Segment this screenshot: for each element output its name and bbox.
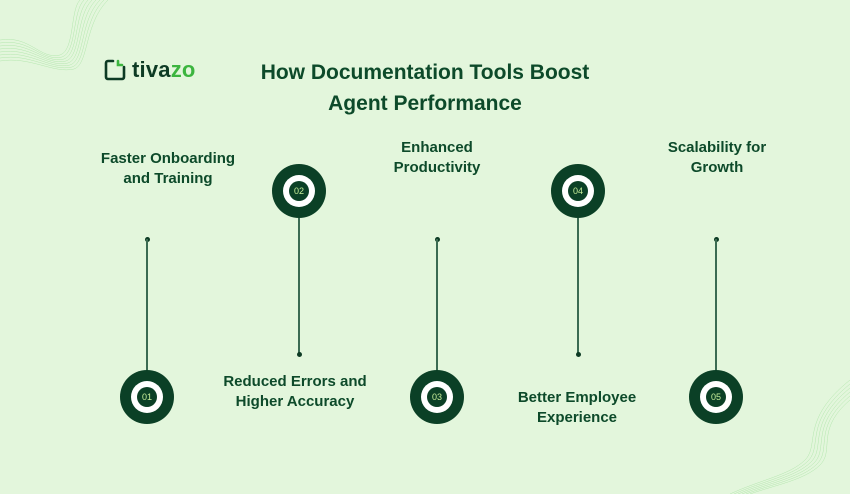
connector-line <box>715 239 717 371</box>
step-03-node: 03 <box>410 370 464 424</box>
connector-dot <box>576 352 581 357</box>
step-label-line: Productivity <box>393 159 481 176</box>
brand-name-prefix: tiva <box>132 57 171 82</box>
step-02-label: Reduced Errors and Higher Accuracy <box>210 372 380 412</box>
step-label-line: Higher Accuracy <box>235 393 355 410</box>
step-label-line: Enhanced <box>401 139 473 156</box>
node-ring: 02 <box>283 175 315 207</box>
step-01-node: 01 <box>120 370 174 424</box>
step-number: 01 <box>137 387 157 407</box>
connector-line <box>146 239 148 371</box>
node-ring: 03 <box>421 381 453 413</box>
connector-line <box>577 218 579 354</box>
step-number: 04 <box>568 181 588 201</box>
step-number: 03 <box>427 387 447 407</box>
step-label-line: Better Employee <box>517 389 637 406</box>
node-ring: 04 <box>562 175 594 207</box>
page-title: How Documentation Tools Boost Agent Perf… <box>200 57 650 119</box>
step-label-line: Reduced Errors and <box>223 373 367 390</box>
step-label-line: Experience <box>536 409 618 426</box>
step-label-line: Scalability for <box>667 139 767 156</box>
brand-logo: tivazo <box>104 57 196 83</box>
step-number: 02 <box>289 181 309 201</box>
step-04-node: 04 <box>551 164 605 218</box>
step-01-label: Faster Onboarding and Training <box>88 149 248 189</box>
step-label-line: Faster Onboarding <box>100 150 236 167</box>
connector-line <box>298 218 300 354</box>
step-number: 05 <box>706 387 726 407</box>
brand-name-accent: zo <box>170 57 196 82</box>
node-ring: 01 <box>131 381 163 413</box>
step-02-node: 02 <box>272 164 326 218</box>
step-03-label: Enhanced Productivity <box>362 138 512 178</box>
step-label-line: Growth <box>690 159 744 176</box>
title-line-1: How Documentation Tools Boost <box>260 61 590 84</box>
step-05-label: Scalability for Growth <box>642 138 792 178</box>
title-line-2: Agent Performance <box>328 92 522 115</box>
step-04-label: Better Employee Experience <box>497 388 657 428</box>
step-05-node: 05 <box>689 370 743 424</box>
brand-name: tivazo <box>132 57 196 83</box>
tivazo-bracket-icon <box>104 59 126 81</box>
decorative-wave-bottom-right <box>730 380 850 494</box>
step-label-line: and Training <box>123 170 213 187</box>
connector-line <box>436 239 438 371</box>
connector-dot <box>297 352 302 357</box>
node-ring: 05 <box>700 381 732 413</box>
